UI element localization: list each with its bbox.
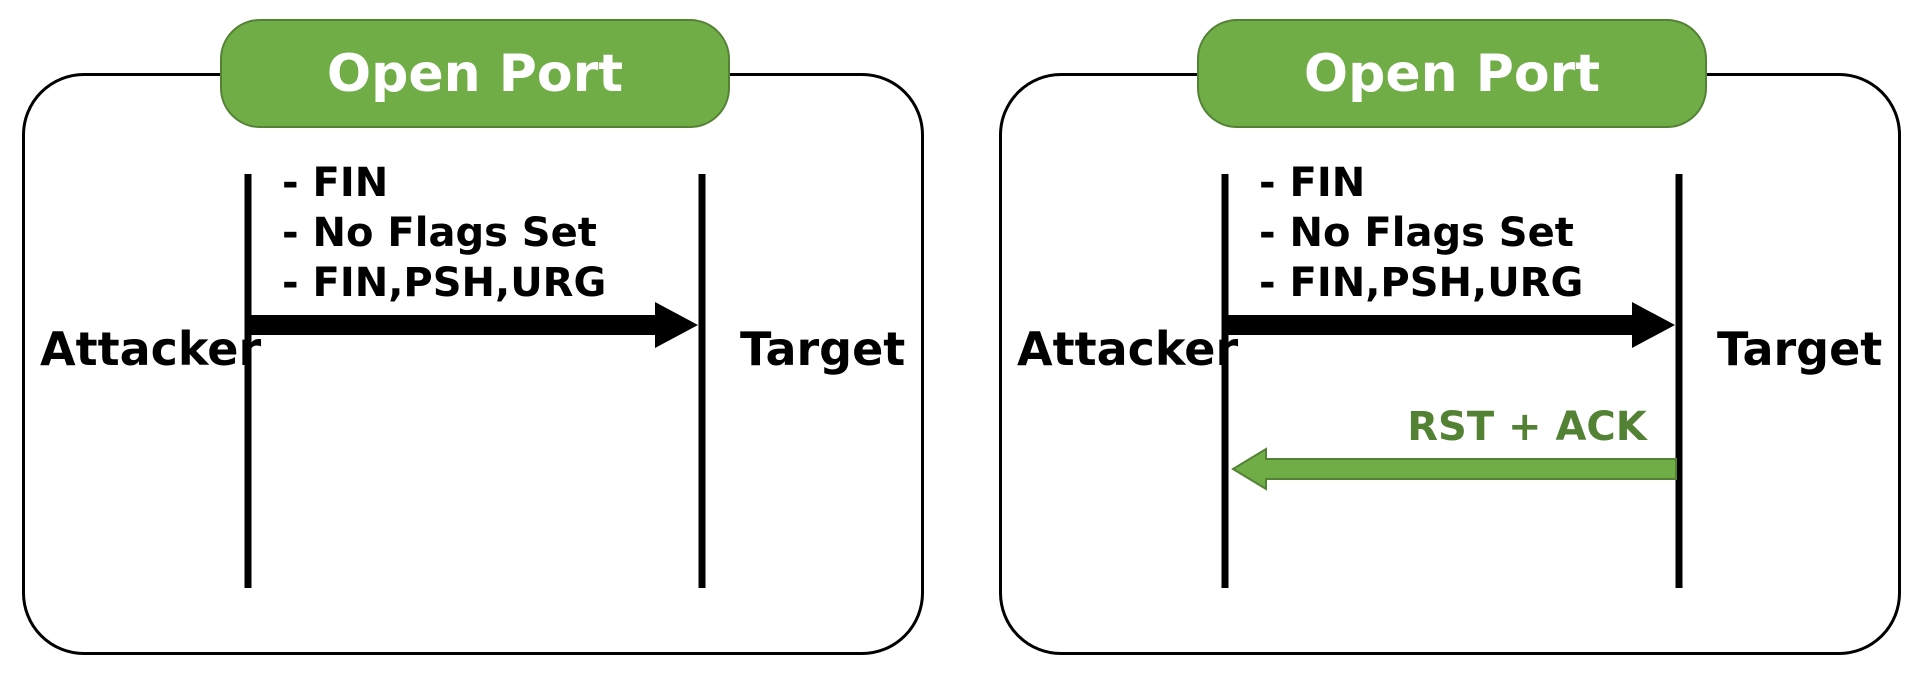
probe-flag-item: - No Flags Set [1259,210,1574,256]
target-label: Target [1717,322,1883,376]
probe-arrow-head [1632,302,1675,348]
target-label: Target [740,322,906,376]
port-state-badge: Open Port [220,19,730,128]
sequence-lines [1221,174,1683,588]
attacker-label: Attacker [1017,322,1239,376]
probe-flag-item: - FIN [282,160,389,206]
sequence-lines [244,174,706,588]
probe-arrow-shaft [1227,315,1637,335]
probe-flag-item: - FIN [1259,160,1366,206]
diagram-panel-left: Open Port Attacker Target - FIN - No Fla… [22,19,924,655]
port-state-badge: Open Port [1197,19,1707,128]
diagram-panel-right: Open Port Attacker Target - FIN - No Fla… [977,0,1924,677]
probe-flag-item: - FIN,PSH,URG [1259,260,1584,306]
probe-flags-list: - FIN - No Flags Set - FIN,PSH,URG [1259,158,1583,308]
probe-flags-list: - FIN - No Flags Set - FIN,PSH,URG [282,158,606,308]
reply-label: RST + ACK [1407,404,1647,450]
probe-flag-item: - No Flags Set [282,210,597,256]
probe-flag-item: - FIN,PSH,URG [282,260,607,306]
reply-arrow [1231,447,1677,491]
probe-arrow-shaft [250,315,660,335]
attacker-label: Attacker [40,322,262,376]
probe-arrow-head [655,302,698,348]
